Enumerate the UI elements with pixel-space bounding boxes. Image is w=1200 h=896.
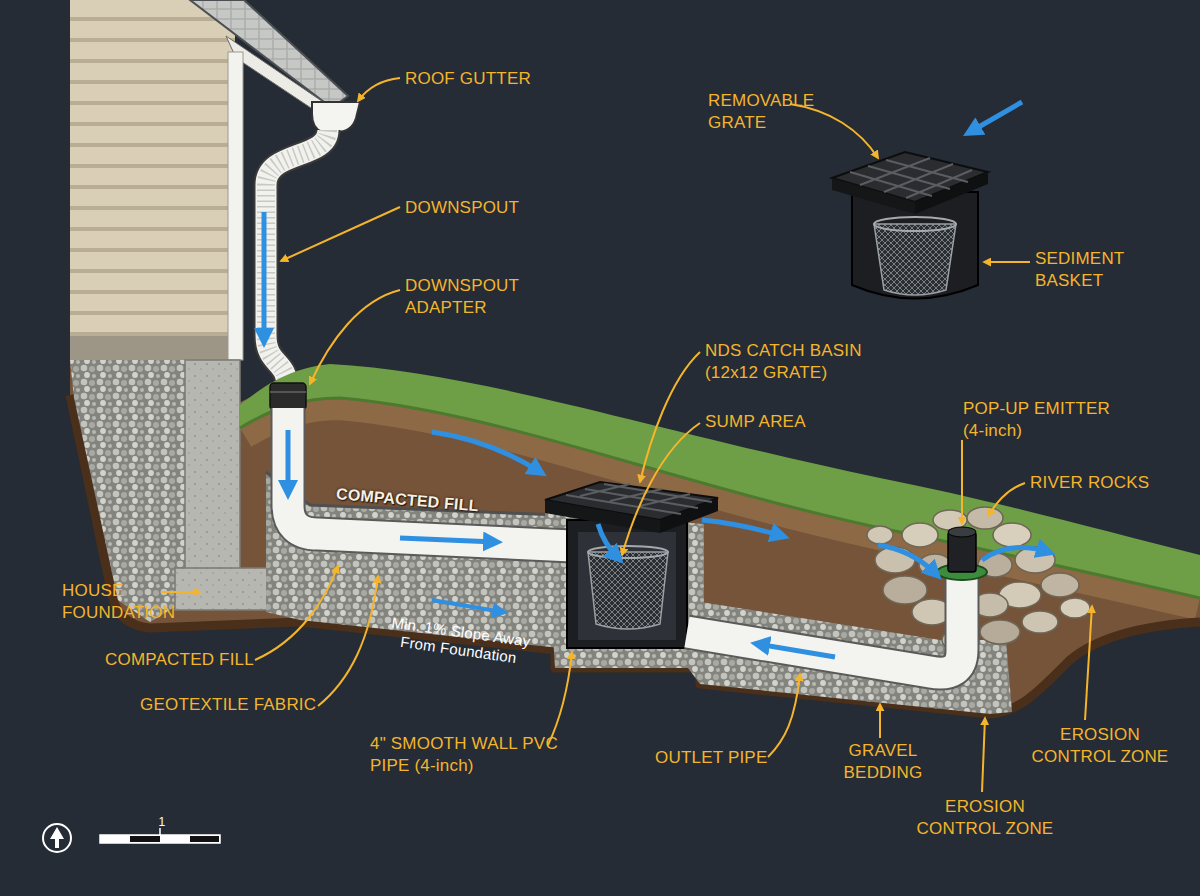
leader-line [162,591,200,593]
north-arrow-ring [43,824,71,852]
leader-lines [162,78,1092,792]
flow-arrow [286,430,291,492]
part-label: OUTLET PIPE [655,747,805,769]
soil [70,360,1200,714]
leader-line [961,440,963,524]
part-label: GRAVEL BEDDING [828,740,938,784]
leader-line [988,483,1025,516]
river-rock [980,620,1020,644]
scale-label: 1 [155,815,169,830]
leader-line [640,352,700,482]
part-label: SEDIMENT BASKET [1035,248,1145,292]
scale-bar [100,835,220,843]
north-arrow [50,827,64,848]
leader-line [982,718,985,792]
part-label: DOWNSPOUT [405,197,605,219]
part-label: COMPACTED FILL [105,649,305,671]
outlet-pipe [687,572,962,673]
river-rock [902,523,938,547]
grass-surface [240,364,1200,598]
part-label: POP-UP EMITTER (4-inch) [963,398,1125,442]
leader-line [281,207,400,261]
river-rock [883,576,927,604]
river-rock [967,507,1003,529]
flow-arrow [262,212,267,340]
leader-line [879,704,881,738]
downspout-outline [266,130,328,386]
pvc-pipe [288,408,572,546]
leader-line [310,290,400,384]
soil-label: COMPACTED FILL [335,484,536,522]
grass-edge [240,398,1200,598]
flow-arrow [758,644,835,657]
flow-arrow [702,520,782,536]
adapter-band [270,391,306,393]
leader-line [255,566,338,660]
corner-trim [228,52,243,360]
part-label: DOWNSPOUT ADAPTER [405,275,535,319]
river-rock [1022,611,1058,633]
slope-arrow [432,600,502,612]
flow-arrow [982,548,1048,561]
flow-arrow [878,545,936,574]
river-rock [867,526,893,544]
detail-basket-rim [874,217,956,231]
leader-line [318,576,378,706]
leader-line [768,674,800,757]
sediment-basket [588,552,668,629]
detail-grate-slots [850,158,972,198]
part-label: EROSION CONTROL ZONE [1030,724,1170,768]
part-label: NDS CATCH BASIN (12x12 GRATE) [705,340,885,384]
part-label: GEOTEXTILE FABRIC [140,694,360,716]
part-label: RIVER ROCKS [1030,472,1190,494]
flow-arrow [400,538,495,542]
leader-line [622,423,700,555]
detail-sediment-basket [874,224,956,295]
part-label: 4" SMOOTH WALL PVC PIPE (4-inch) [370,733,560,777]
part-label: HOUSE FOUNDATION [62,580,187,624]
house-siding [70,0,235,360]
leader-line [358,78,400,101]
outlet-pipe-outline [687,572,962,673]
part-label: REMOVABLE GRATE [708,90,826,134]
flow-arrow [432,432,540,472]
leader-line [984,261,1030,263]
leader-line [790,104,878,158]
river-rock [993,523,1031,547]
pop-up-emitter [948,532,976,572]
scale-tick [159,828,161,835]
foundation-footing [175,568,270,610]
slope-note: Min. 1% Slope Away From Foundation [377,612,542,670]
siding-sill [70,336,235,360]
part-label: SUMP AREA [705,411,905,433]
scale-bar-segment [190,836,219,842]
sump-area [578,532,676,640]
basin-gravel [545,512,704,668]
part-label: ROOF GUTTER [405,68,605,90]
foundation-wall [185,360,240,572]
river-rock [1060,598,1090,618]
roof-gutter [312,102,360,132]
roof-edge [190,0,348,108]
scale-bar-segment [130,836,160,842]
basket-rim [588,546,668,558]
downspout-adapter [270,383,306,410]
leader-line [1085,606,1092,720]
part-label: EROSION CONTROL ZONE [915,796,1055,840]
flow-arrow [598,524,618,558]
downspout [266,130,328,386]
leader-line [548,652,572,745]
river-rock [1041,573,1079,597]
flow-arrow [970,102,1022,132]
downspout-corrugation [266,130,328,386]
pvc-pipe-outline [288,408,572,546]
emitter-cap [948,527,976,537]
